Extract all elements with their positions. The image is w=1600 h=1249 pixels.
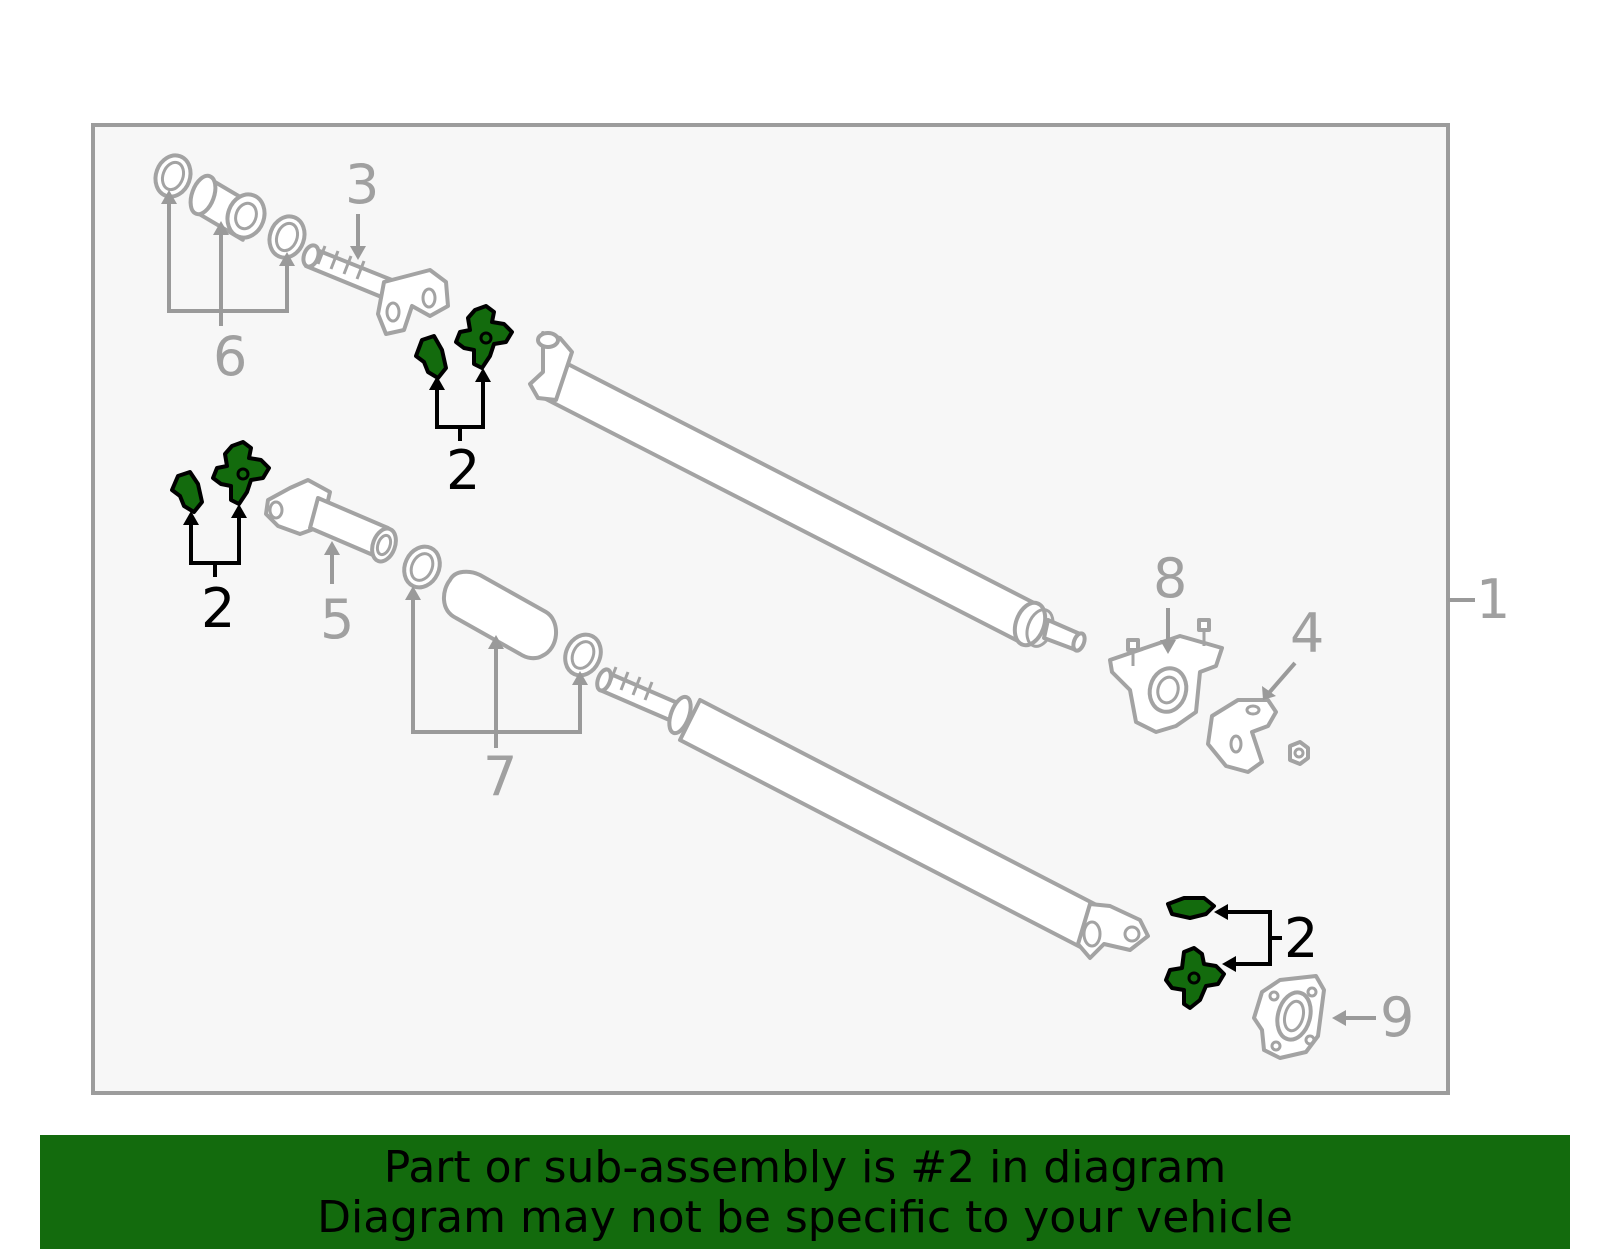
arrowheads-2-lower <box>1214 904 1236 972</box>
diagram-frame <box>91 123 1450 1095</box>
label-8: 8 <box>1153 547 1187 610</box>
part-4-flange-yoke <box>1206 698 1310 774</box>
arrowhead-8 <box>1160 640 1176 654</box>
label-2-upper: 2 <box>446 439 480 502</box>
leader-4 <box>1266 661 1297 696</box>
part-7-boot-kit <box>402 544 603 678</box>
label-3: 3 <box>345 153 379 216</box>
part-8-center-bearing <box>1108 618 1224 734</box>
part-2-lower-highlight <box>1164 896 1226 1010</box>
leader-6 <box>167 195 289 326</box>
part-9-companion-flange <box>1252 974 1326 1060</box>
leader-2-lower <box>1218 910 1282 966</box>
arrowhead-3 <box>350 246 366 260</box>
banner-line-1: Part or sub-assembly is #2 in diagram <box>383 1142 1227 1193</box>
leader-2-upper <box>435 372 485 441</box>
arrowheads-2-upper <box>429 368 491 390</box>
part-5-slip-yoke <box>264 478 398 564</box>
part-3-yoke-shaft <box>301 243 450 336</box>
label-2-left: 2 <box>201 577 235 640</box>
arrowhead-5 <box>324 541 340 555</box>
arrowheads-2-left <box>183 504 247 525</box>
arrowhead-4 <box>1262 686 1276 700</box>
label-6: 6 <box>213 325 247 388</box>
part-2-upper-highlight <box>414 304 514 380</box>
bearing-cap-left <box>170 470 204 514</box>
label-4: 4 <box>1290 602 1324 665</box>
label-1: 1 <box>1476 568 1510 631</box>
leader-2-left <box>189 508 241 577</box>
label-5: 5 <box>320 588 354 651</box>
leader-7 <box>411 591 582 748</box>
front-driveshaft-tube <box>528 331 1087 653</box>
label-7: 7 <box>483 745 517 808</box>
banner-background <box>40 1135 1570 1249</box>
part-6-boot-kit <box>153 153 307 260</box>
label-2-lower: 2 <box>1284 907 1318 970</box>
notice-banner: Part or sub-assembly is #2 in diagram Di… <box>40 1135 1570 1249</box>
rear-driveshaft-tube <box>595 666 1150 960</box>
banner-line-2: Diagram may not be specific to your vehi… <box>317 1192 1293 1243</box>
bearing-cap-lower <box>1166 896 1216 920</box>
label-9: 9 <box>1380 986 1414 1049</box>
part-2-left-highlight <box>170 440 271 514</box>
arrowhead-9 <box>1332 1010 1346 1026</box>
